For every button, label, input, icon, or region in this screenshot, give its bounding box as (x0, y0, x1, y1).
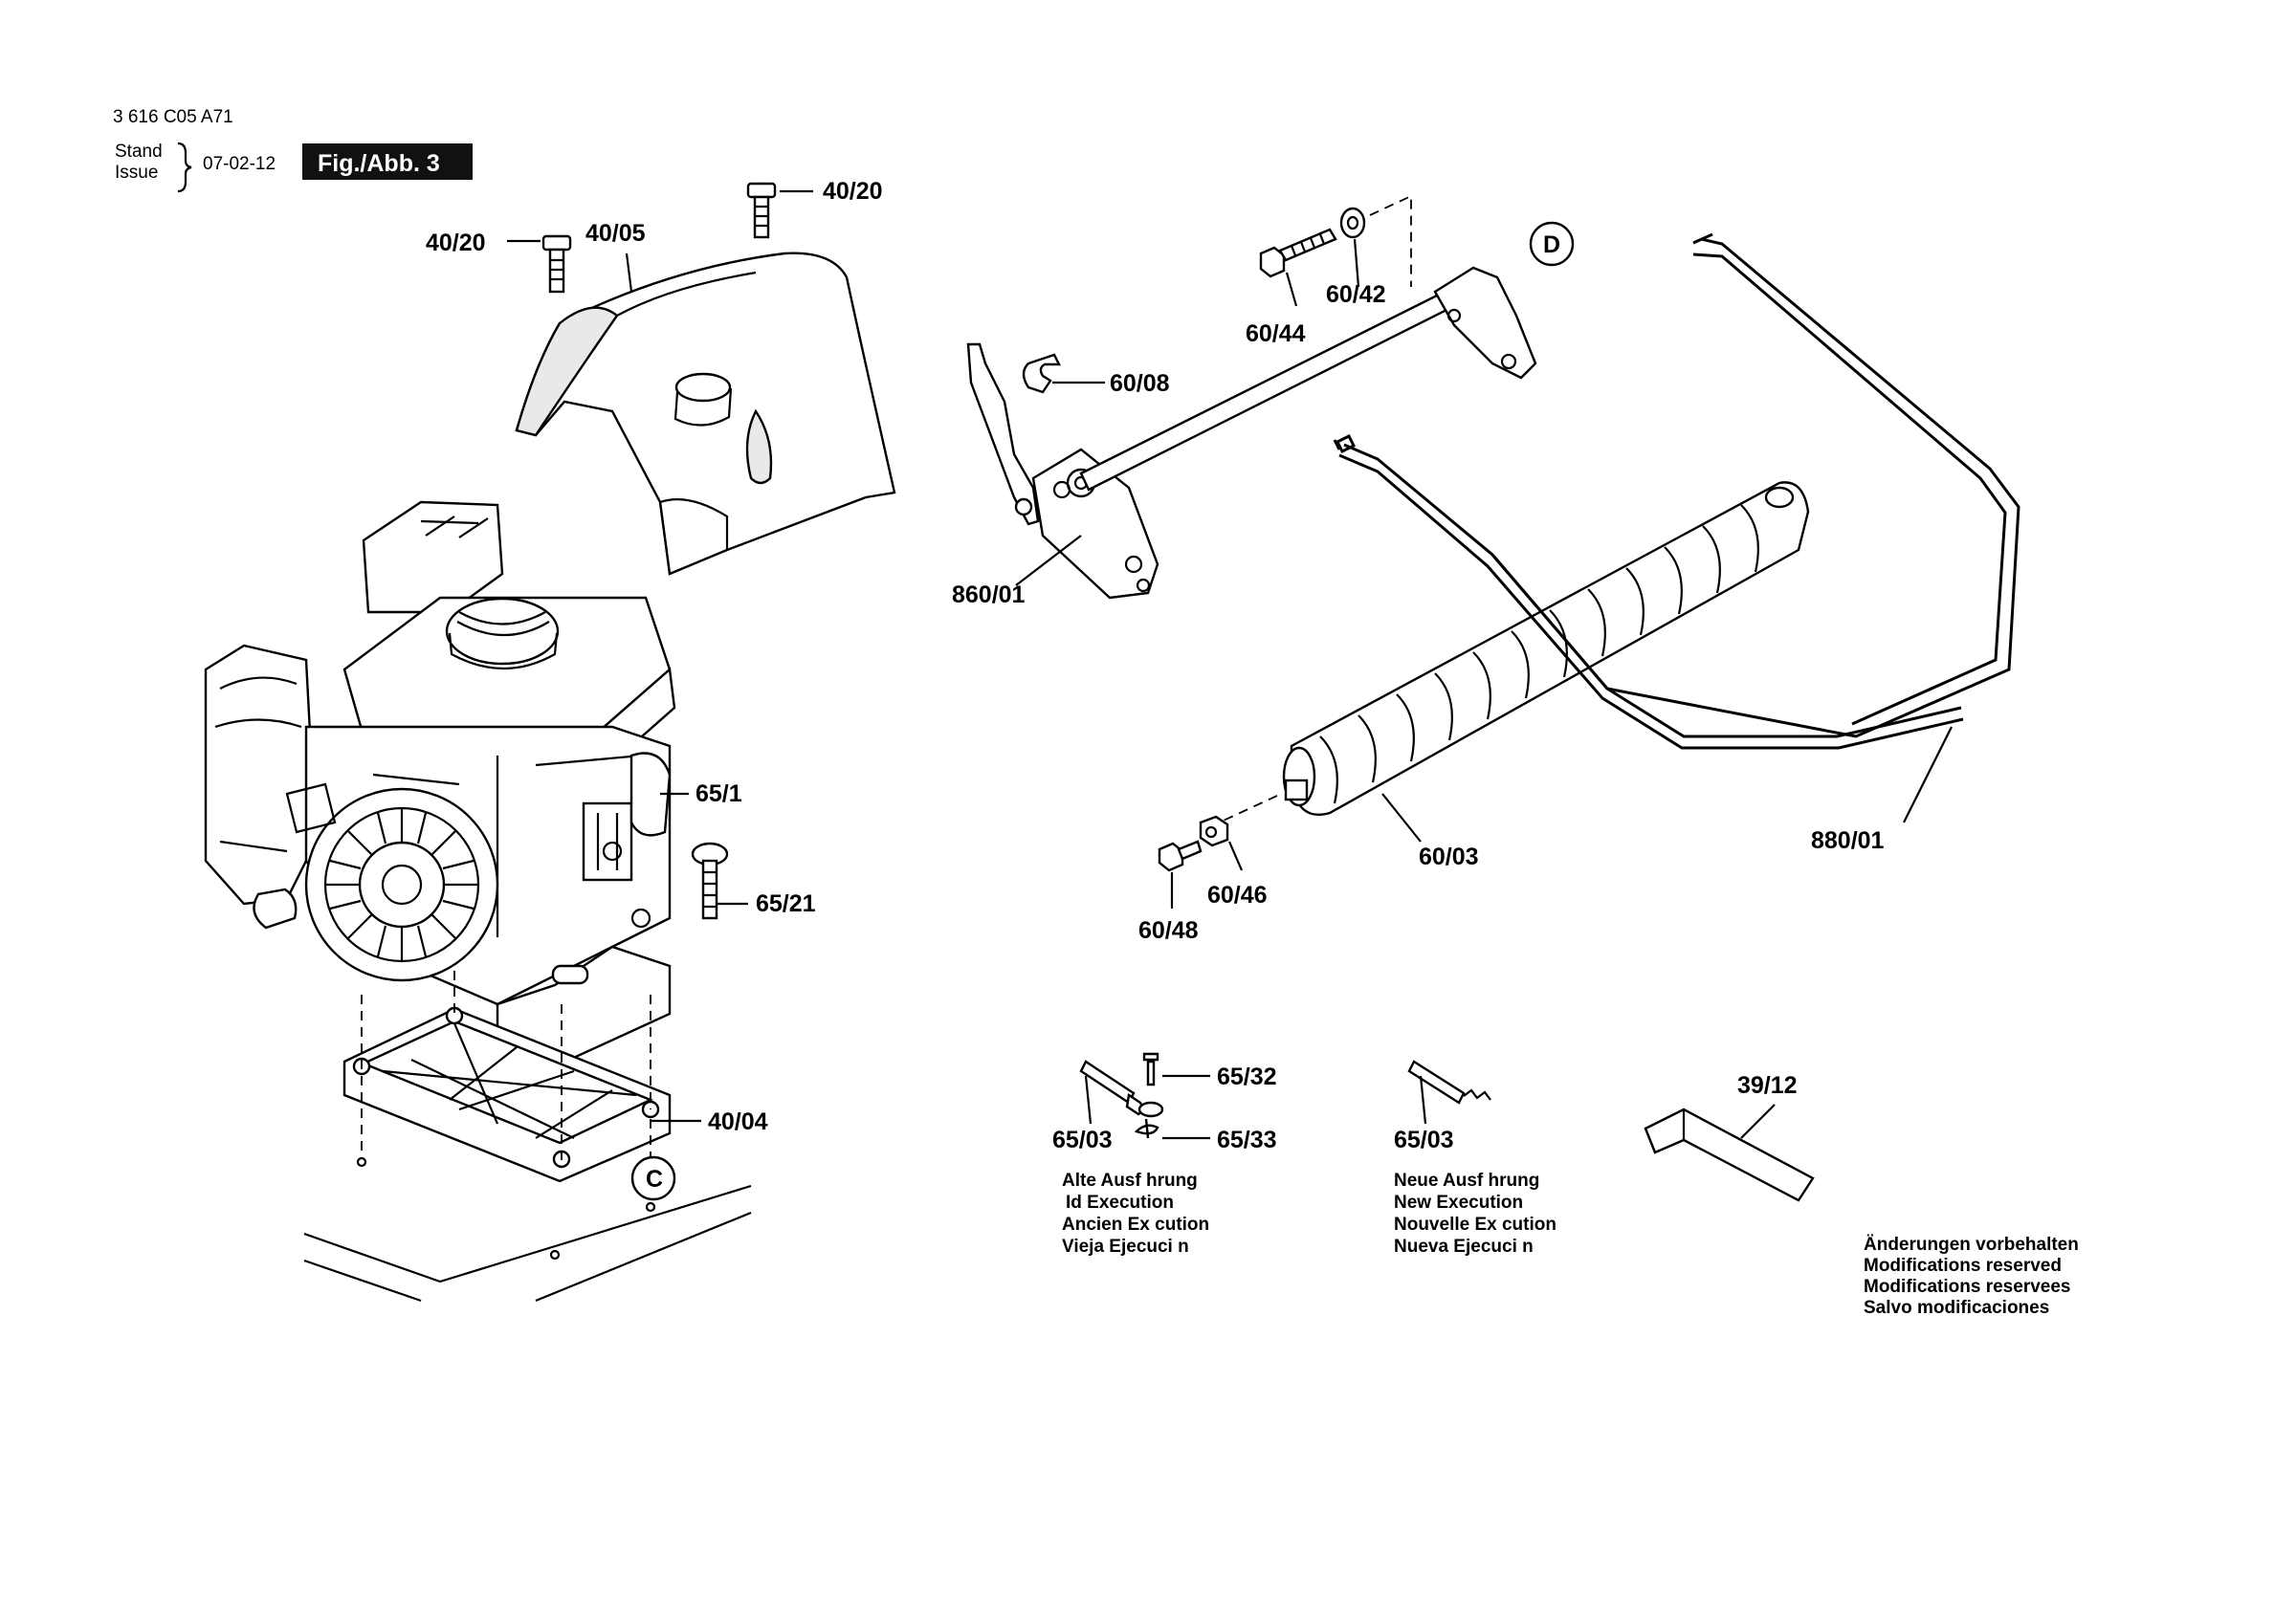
stand-label: Stand (115, 142, 163, 162)
screw-40-20-left (541, 234, 572, 294)
nut-60-46 (1199, 815, 1229, 847)
bolt-65-21 (691, 842, 729, 920)
label-60-03: 60/03 (1419, 844, 1479, 870)
bolt-60-44 (1259, 228, 1337, 278)
figure-label: Fig./Abb. 3 (318, 150, 440, 177)
old-execution-note: Alte Ausf hrung Id Execution Ancien Ex c… (1062, 1171, 1209, 1257)
label-40-20-left: 40/20 (426, 230, 486, 256)
label-60-48: 60/48 (1138, 917, 1199, 944)
machine-frame-outline (303, 1184, 752, 1303)
new-execution-line-1: Neue Ausf hrung (1394, 1171, 1539, 1191)
figure-label-box (302, 143, 473, 180)
issue-label: Issue (115, 163, 158, 183)
pivot-bracket-right (1433, 266, 1537, 380)
callout-c: C (630, 1155, 676, 1201)
label-65-03-old: 65/03 (1052, 1127, 1113, 1153)
old-execution-line-3: Ancien Ex cution (1062, 1215, 1209, 1235)
callout-d-text: D (1543, 231, 1560, 258)
label-39-12: 39/12 (1737, 1072, 1798, 1099)
callout-c-text: C (646, 1166, 663, 1193)
screw-40-20-right (746, 182, 777, 239)
disclaimer-line-1: Änderungen vorbehalten (1864, 1235, 2079, 1255)
disclaimer-line-2: Modifications reserved (1864, 1256, 2062, 1276)
new-execution-cable (1407, 1060, 1491, 1105)
label-60-08: 60/08 (1110, 370, 1170, 397)
clip-60-08 (1022, 353, 1061, 394)
modifications-disclaimer: Änderungen vorbehalten Modifications res… (1864, 1235, 2079, 1318)
doc-number: 3 616 C05 A71 (113, 107, 233, 127)
label-65-33: 65/33 (1217, 1127, 1277, 1153)
label-40-05: 40/05 (585, 220, 646, 247)
disclaimer-line-4: Salvo modificaciones (1864, 1298, 2049, 1318)
handle-bracket (966, 342, 1159, 600)
new-execution-line-4: Nueva Ejecuci n (1394, 1237, 1534, 1257)
engine-cover (515, 252, 896, 576)
label-60-44: 60/44 (1246, 320, 1306, 347)
hex-key-39-12 (1644, 1108, 1815, 1202)
issue-date: 07-02-12 (203, 154, 276, 174)
label-880-01: 880/01 (1811, 827, 1885, 854)
label-860-01: 860/01 (952, 581, 1026, 608)
leader-lines (507, 189, 1953, 1140)
old-execution-line-2: Id Execution (1066, 1193, 1174, 1213)
engine-assembly (204, 500, 676, 1068)
disclaimer-line-3: Modifications reservees (1864, 1277, 2070, 1297)
callout-d: D (1529, 221, 1575, 267)
old-execution-line-4: Vieja Ejecuci n (1062, 1237, 1189, 1257)
bolt-60-48 (1158, 840, 1203, 872)
new-execution-line-3: Nouvelle Ex cution (1394, 1215, 1556, 1235)
old-execution-cable (1079, 1052, 1164, 1139)
label-60-42: 60/42 (1326, 281, 1386, 308)
label-60-46: 60/46 (1207, 882, 1268, 909)
label-65-1: 65/1 (695, 780, 742, 807)
roller-60-03 (1282, 481, 1810, 816)
engine-mount-plate (342, 971, 672, 1213)
label-40-20-right: 40/20 (823, 178, 883, 205)
handle-880-01 (1490, 232, 2020, 738)
washer-60-42 (1339, 207, 1366, 239)
label-65-32: 65/32 (1217, 1064, 1277, 1090)
label-65-21: 65/21 (756, 890, 816, 917)
label-40-04: 40/04 (708, 1108, 768, 1135)
new-execution-line-2: New Execution (1394, 1193, 1523, 1213)
old-execution-line-1: Alte Ausf hrung (1062, 1171, 1198, 1191)
new-execution-note: Neue Ausf hrung New Execution Nouvelle E… (1394, 1171, 1556, 1257)
stand-issue-brace (177, 142, 192, 193)
label-65-03-new: 65/03 (1394, 1127, 1454, 1153)
